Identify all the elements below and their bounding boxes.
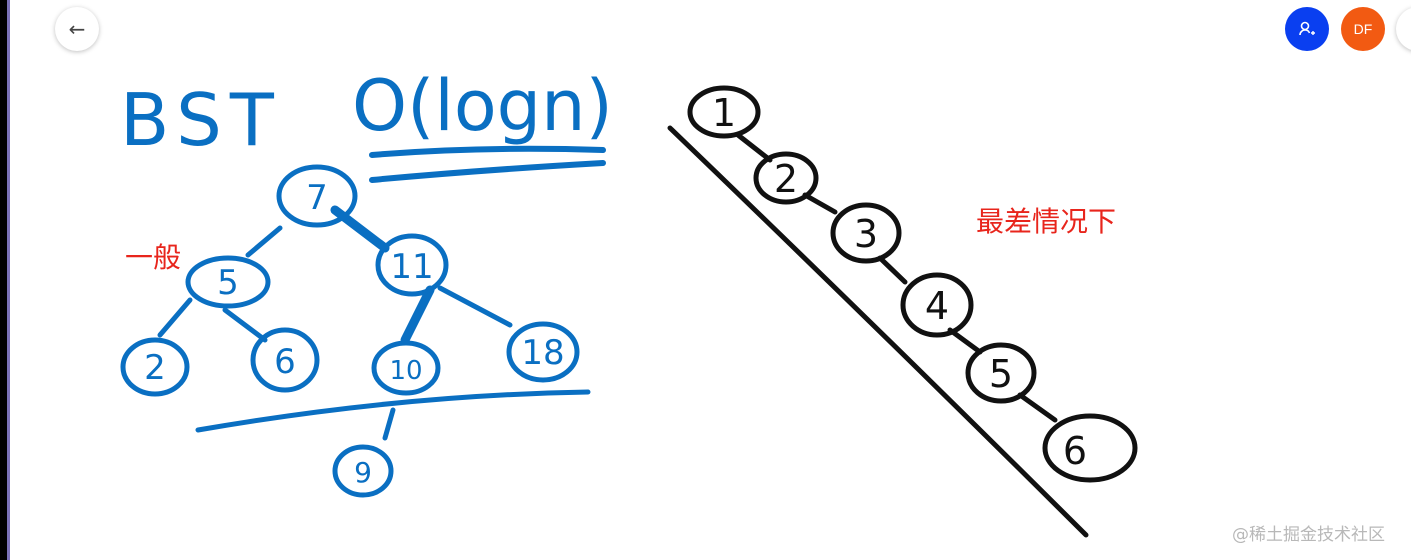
more-participants-button[interactable] (1396, 7, 1411, 51)
complexity-text: O(logn) (352, 65, 613, 147)
invite-user-button[interactable] (1285, 7, 1329, 51)
underline (369, 160, 606, 183)
worst-case-label: 最差情况下 (976, 205, 1117, 238)
node-label: 5 (989, 352, 1013, 396)
left-edge (0, 0, 7, 560)
node-label: 3 (854, 212, 878, 256)
avatar-initials: DF (1353, 21, 1373, 37)
tree-node (332, 444, 394, 498)
tree-node (120, 337, 190, 397)
node-label: 11 (390, 247, 433, 287)
arrow-left-icon: ← (68, 17, 86, 41)
tree-node (371, 340, 441, 396)
node-label: 9 (354, 456, 372, 489)
chain-node (753, 151, 819, 205)
node-label: 7 (306, 178, 328, 218)
node-label: 10 (389, 356, 422, 386)
node-label: 6 (274, 342, 296, 382)
chain-node (1042, 413, 1138, 483)
node-label: 4 (925, 284, 949, 328)
general-case-label: 一般 (125, 241, 182, 274)
node-label: 5 (217, 263, 239, 303)
title-text: BST (120, 78, 282, 162)
user-avatar[interactable]: DF (1341, 7, 1385, 51)
watermark: @稀土掘金技术社区 (1232, 525, 1385, 545)
chain-node (830, 202, 902, 264)
node-label: 1 (712, 91, 736, 135)
tree-node (276, 164, 358, 228)
back-button[interactable]: ← (55, 7, 99, 51)
worst-case-chain (687, 85, 1138, 483)
tree-node (185, 255, 271, 309)
diagonal-line (667, 125, 1089, 538)
node-label: 6 (1063, 429, 1087, 473)
chain-node (687, 85, 761, 139)
balanced-tree (120, 164, 580, 498)
chain-edges (735, 132, 1058, 423)
chain-node (900, 272, 974, 338)
underline (369, 145, 606, 158)
chain-node (965, 342, 1037, 404)
tree-edges (157, 205, 591, 441)
tree-node (375, 233, 449, 297)
tree-node (506, 321, 580, 383)
user-add-icon (1299, 21, 1315, 36)
node-label: 2 (774, 157, 798, 201)
tree-node (250, 327, 320, 393)
left-edge-accent (7, 0, 10, 560)
node-label: 18 (521, 333, 564, 373)
node-label: 2 (144, 348, 166, 388)
